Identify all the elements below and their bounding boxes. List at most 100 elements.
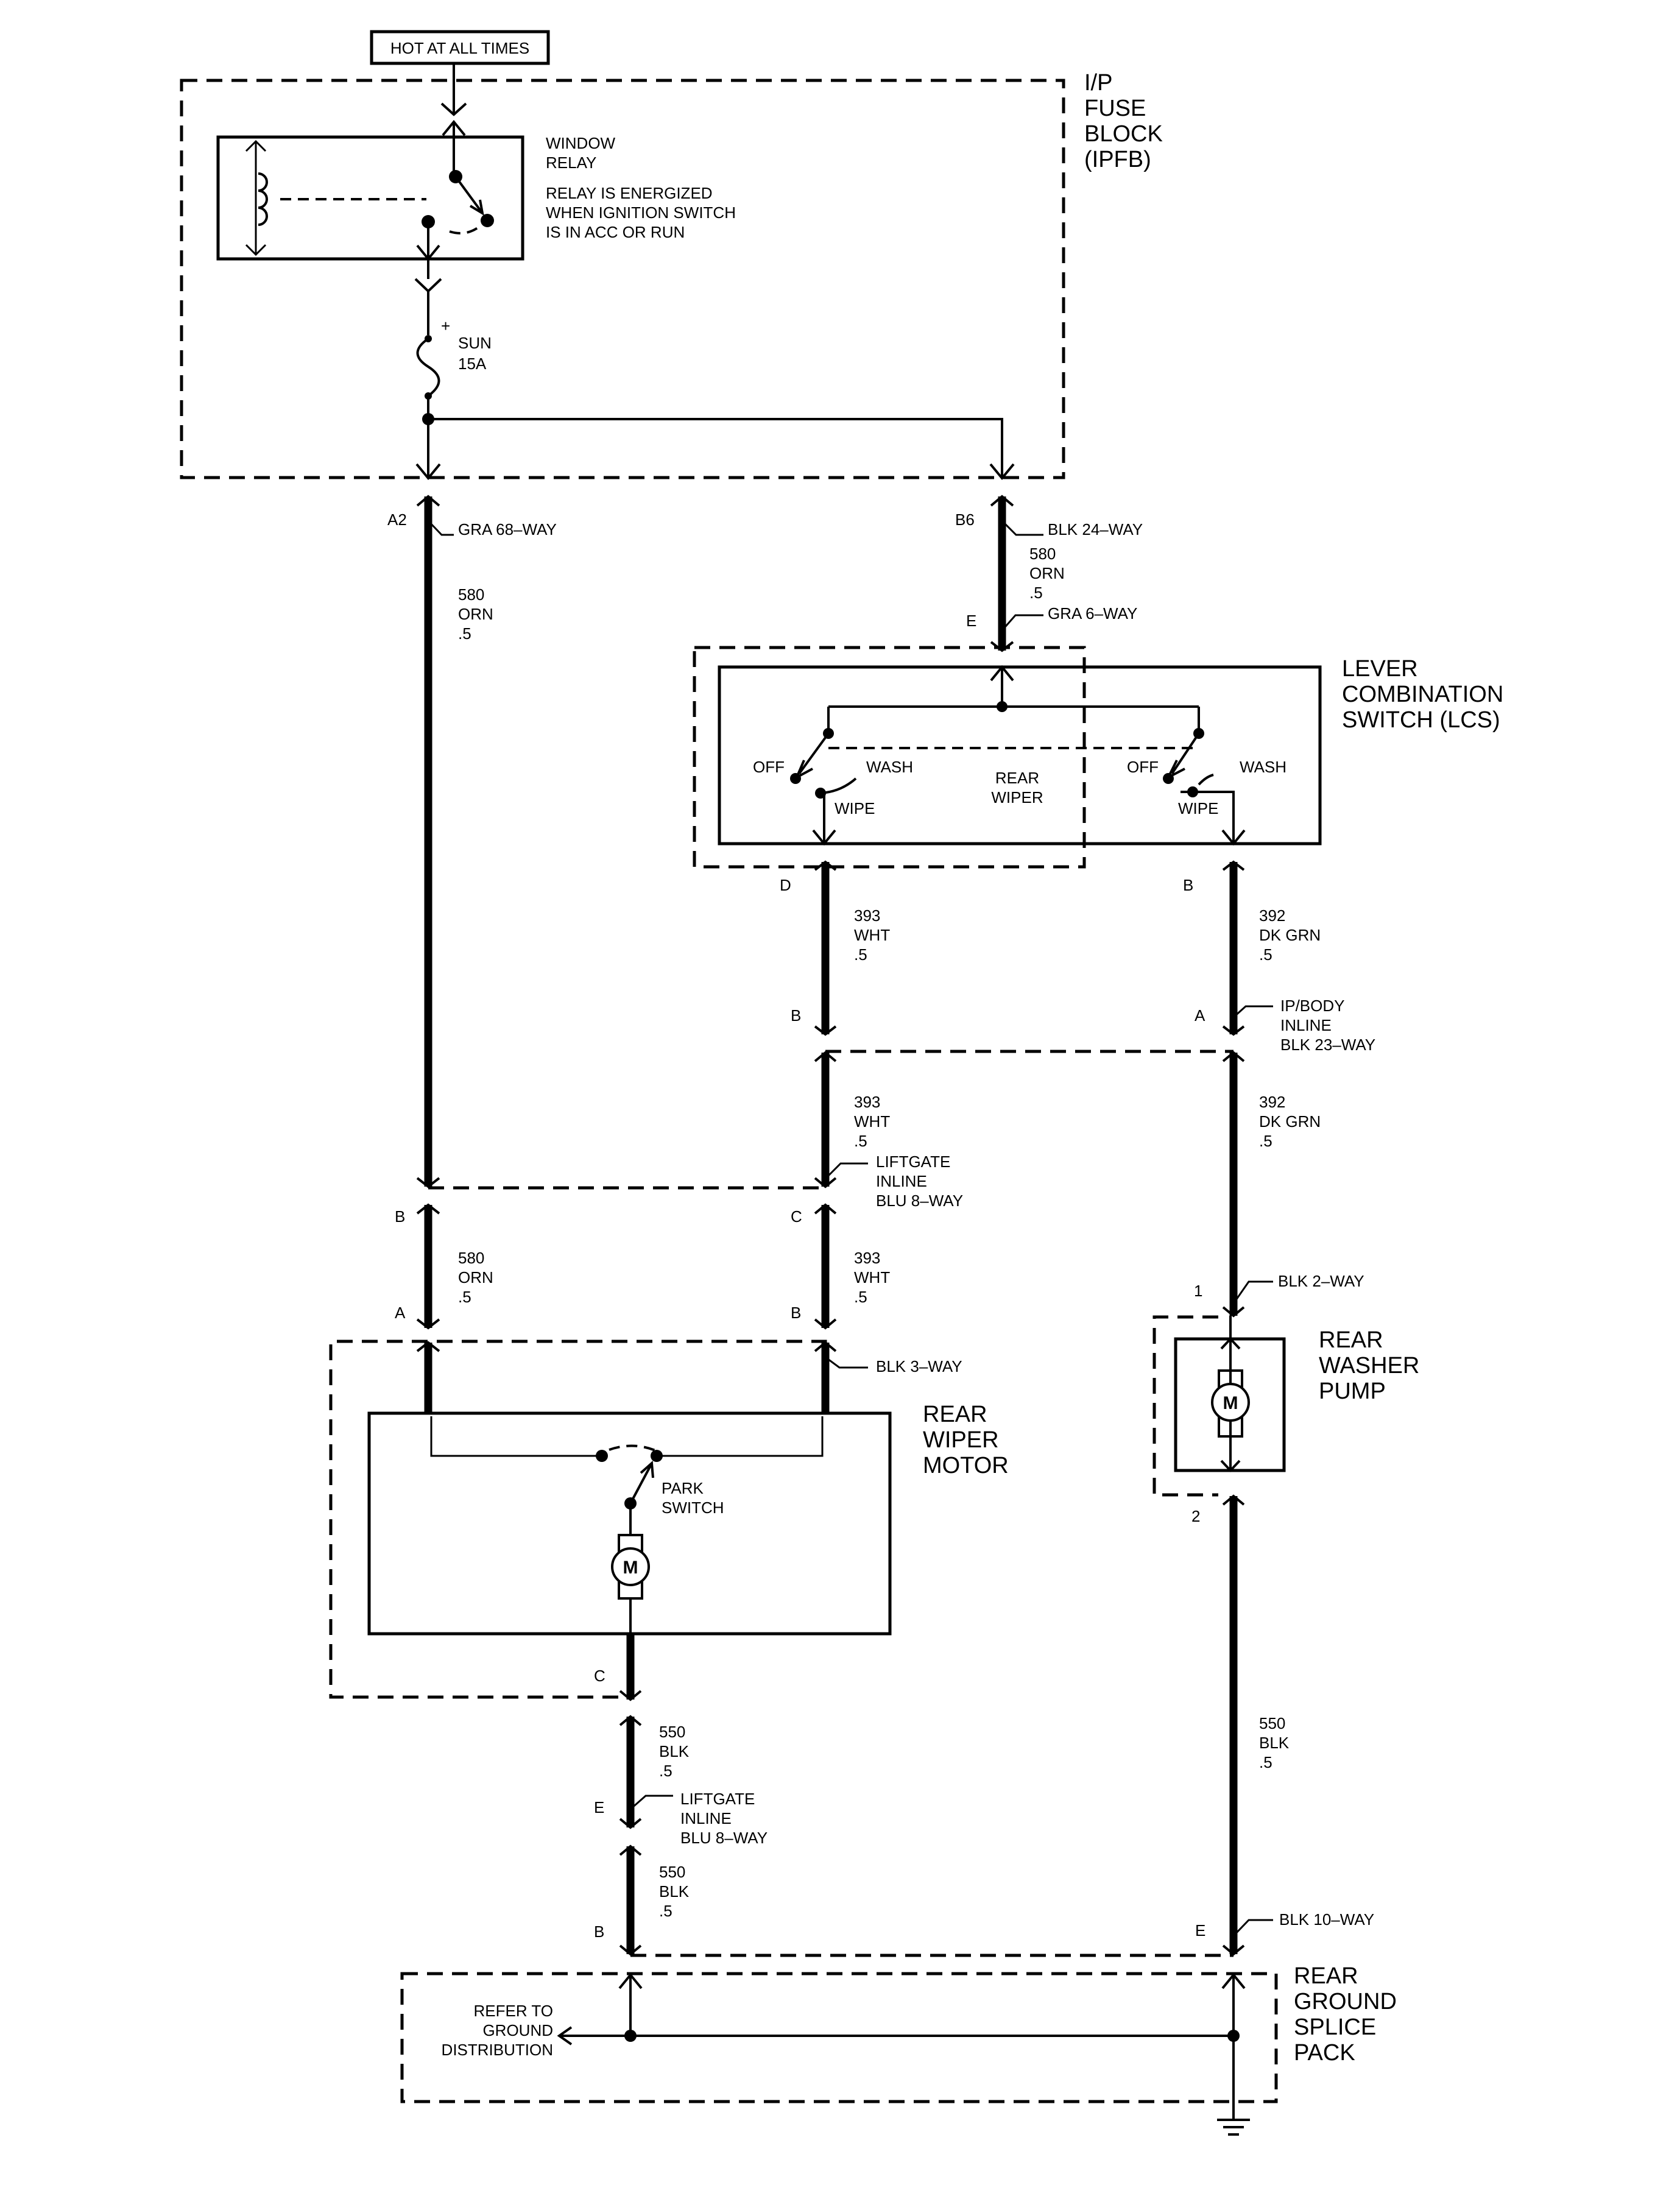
- wire-label-580-bot: 580 ORN .5: [458, 1249, 493, 1306]
- svg-text:E: E: [1195, 1921, 1205, 1940]
- svg-text:.5: .5: [458, 1288, 471, 1306]
- svg-text:C: C: [791, 1207, 802, 1226]
- svg-text:BLK 23–WAY: BLK 23–WAY: [1280, 1036, 1375, 1054]
- lcs-label: LEVER COMBINATION SWITCH (LCS): [1342, 656, 1503, 733]
- svg-text:GROUND: GROUND: [482, 2021, 553, 2039]
- connector-liftgate-inline-1: LIFTGATE INLINE BLU 8–WAY: [876, 1153, 963, 1210]
- svg-text:IP/BODY: IP/BODY: [1280, 997, 1344, 1015]
- svg-text:GROUND: GROUND: [1294, 1989, 1397, 2014]
- svg-text:2: 2: [1191, 1507, 1200, 1525]
- wire-label-392-top: 392 DK GRN .5: [1259, 906, 1321, 964]
- svg-text:.5: .5: [854, 1132, 867, 1150]
- svg-text:INLINE: INLINE: [876, 1172, 927, 1190]
- svg-text:OFF: OFF: [753, 758, 785, 776]
- svg-text:BLU 8–WAY: BLU 8–WAY: [876, 1191, 963, 1210]
- ground-icon: [1217, 2119, 1250, 2136]
- svg-text:ORN: ORN: [458, 605, 493, 623]
- park-switch: PARK SWITCH: [430, 1416, 824, 1535]
- connector-gra-68-way: GRA 68–WAY: [458, 520, 557, 538]
- rear-washer-pump-label: REAR WASHER PUMP: [1319, 1327, 1419, 1404]
- svg-text:15A: 15A: [458, 355, 487, 373]
- svg-text:.5: .5: [854, 945, 867, 964]
- svg-text:B: B: [1183, 876, 1193, 894]
- rear-wiper-motor-boundary: [329, 1340, 827, 1699]
- svg-text:REAR: REAR: [1294, 1963, 1358, 1989]
- svg-text:.5: .5: [458, 624, 471, 643]
- wire-label-550-pump: 550 BLK .5: [1259, 1714, 1290, 1771]
- svg-text:B: B: [395, 1207, 405, 1226]
- pin-b6: B6: [955, 510, 975, 529]
- svg-text:550: 550: [659, 1863, 685, 1881]
- svg-text:B: B: [791, 1304, 801, 1322]
- lever-combination-switch: [718, 665, 1322, 846]
- svg-text:393: 393: [854, 906, 880, 925]
- svg-text:LEVER: LEVER: [1342, 656, 1418, 682]
- lcs-boundary: [693, 646, 1086, 869]
- svg-text:SWITCH (LCS): SWITCH (LCS): [1342, 707, 1500, 733]
- svg-text:B: B: [594, 1922, 604, 1941]
- svg-text:392: 392: [1259, 906, 1285, 925]
- rear-ground-splice-pack-label: REAR GROUND SPLICE PACK: [1294, 1963, 1397, 2066]
- svg-text:FUSE: FUSE: [1084, 96, 1146, 121]
- wire-label-393-bot: 393 WHT .5: [854, 1249, 890, 1306]
- svg-text:C: C: [594, 1667, 605, 1685]
- svg-text:MOTOR: MOTOR: [923, 1453, 1009, 1478]
- svg-text:RELAY: RELAY: [546, 154, 596, 172]
- rear-wiper-motor-label: REAR WIPER MOTOR: [923, 1402, 1009, 1478]
- svg-text:+: +: [441, 317, 450, 335]
- svg-text:WASH: WASH: [1240, 758, 1286, 776]
- ground-distribution-reference: REFER TO GROUND DISTRIBUTION: [442, 2002, 553, 2059]
- svg-text:WHEN IGNITION SWITCH: WHEN IGNITION SWITCH: [546, 203, 736, 222]
- svg-text:INLINE: INLINE: [1280, 1016, 1332, 1034]
- svg-text:393: 393: [854, 1249, 880, 1267]
- svg-text:WASHER: WASHER: [1319, 1353, 1419, 1379]
- svg-text:E: E: [594, 1798, 604, 1816]
- svg-text:REAR: REAR: [923, 1402, 987, 1427]
- lcs-internal-wiring: [790, 665, 1246, 846]
- connector-blk-2-way: BLK 2–WAY: [1278, 1272, 1364, 1290]
- svg-text:580: 580: [458, 585, 484, 604]
- svg-text:580: 580: [458, 1249, 484, 1267]
- wiper-motor-symbol: M: [611, 1534, 650, 1634]
- hot-at-all-times-label: HOT AT ALL TIMES: [370, 30, 550, 65]
- svg-text:ORN: ORN: [458, 1268, 493, 1287]
- svg-text:BLOCK: BLOCK: [1084, 121, 1163, 147]
- svg-text:BLK: BLK: [659, 1882, 690, 1901]
- ipfb-boundary: [180, 79, 1065, 479]
- connector-blk-3-way: BLK 3–WAY: [876, 1357, 962, 1375]
- svg-text:1: 1: [1194, 1282, 1202, 1300]
- connector-liftgate-inline-2: LIFTGATE INLINE BLU 8–WAY: [680, 1790, 768, 1847]
- svg-text:.5: .5: [659, 1902, 672, 1920]
- wire-label-550-1: 550 BLK .5: [659, 1723, 690, 1780]
- svg-text:HOT AT ALL TIMES: HOT AT ALL TIMES: [390, 39, 529, 57]
- svg-text:M: M: [1223, 1393, 1238, 1413]
- wire-label-580-top: 580 ORN .5: [458, 585, 493, 643]
- svg-text:392: 392: [1259, 1093, 1285, 1111]
- window-relay-label: WINDOW RELAY RELAY IS ENERGIZED WHEN IGN…: [546, 134, 736, 241]
- connector-ip-body-inline: IP/BODY INLINE BLK 23–WAY: [1280, 997, 1375, 1054]
- connector-gra-6-way: GRA 6–WAY: [1048, 604, 1137, 623]
- svg-text:COMBINATION: COMBINATION: [1342, 682, 1503, 707]
- svg-text:A: A: [1195, 1006, 1205, 1025]
- svg-text:BLK: BLK: [1259, 1734, 1290, 1752]
- svg-text:LIFTGATE: LIFTGATE: [876, 1153, 950, 1171]
- svg-text:REFER TO: REFER TO: [473, 2002, 553, 2020]
- svg-text:LIFTGATE: LIFTGATE: [680, 1790, 755, 1808]
- wire-label-393-mid: 393 WHT .5: [854, 1093, 890, 1150]
- svg-text:WASH: WASH: [866, 758, 913, 776]
- relay-contacts: [416, 119, 494, 261]
- rear-ground-splice-pack: [400, 1972, 1278, 2103]
- svg-text:PARK: PARK: [662, 1479, 704, 1497]
- svg-text:(IPFB): (IPFB): [1084, 147, 1151, 172]
- svg-text:WIPE: WIPE: [1178, 799, 1218, 817]
- svg-text:RELAY IS ENERGIZED: RELAY IS ENERGIZED: [546, 184, 713, 202]
- svg-text:.5: .5: [1259, 945, 1272, 964]
- wire-label-393-top: 393 WHT .5: [854, 906, 890, 964]
- svg-text:WHT: WHT: [854, 1268, 890, 1287]
- svg-text:I/P: I/P: [1084, 70, 1112, 96]
- svg-text:M: M: [623, 1558, 638, 1578]
- svg-text:DK GRN: DK GRN: [1259, 1112, 1321, 1131]
- svg-text:.5: .5: [1259, 1132, 1272, 1150]
- svg-text:.5: .5: [1029, 584, 1043, 602]
